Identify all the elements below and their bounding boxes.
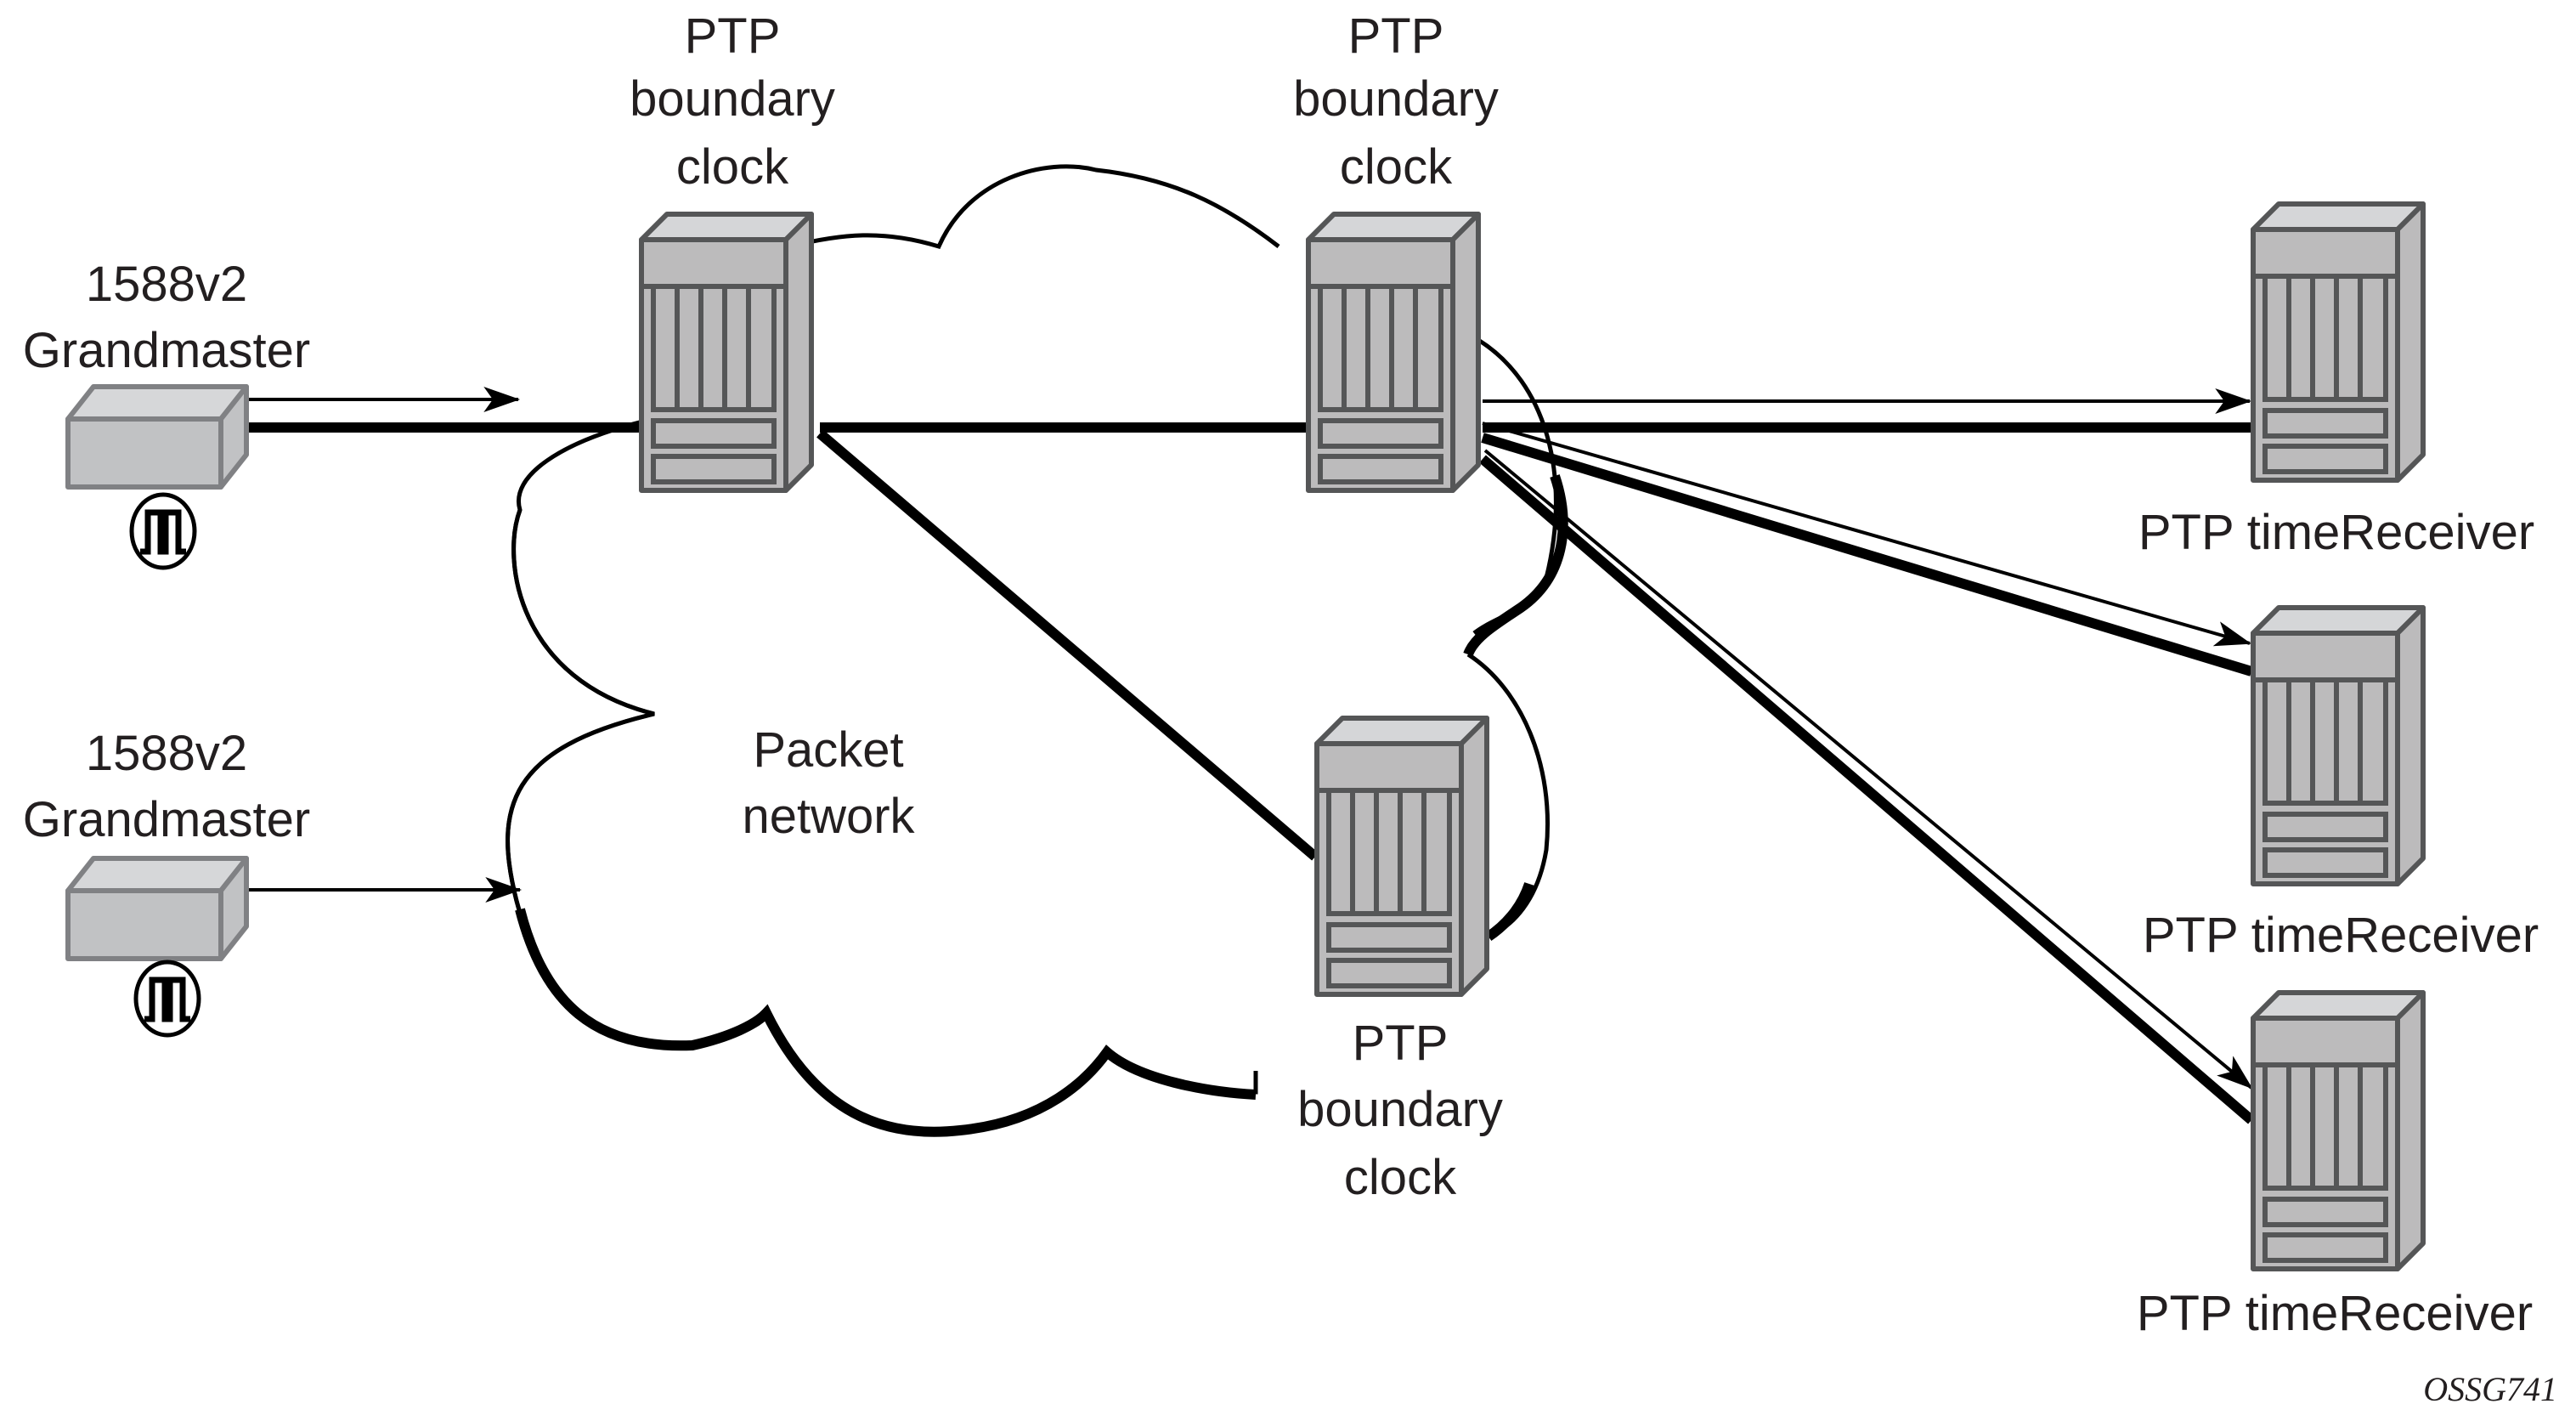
boundary-clock-label-line1: PTP <box>1353 1016 1449 1071</box>
time-receiver-label: PTP timeReceiver <box>2137 1286 2533 1341</box>
boundary-clock-1[interactable]: PTP boundary clock <box>630 8 835 490</box>
packet-network-label-line1: Packet <box>753 722 903 778</box>
time-receiver-label: PTP timeReceiver <box>2138 505 2534 560</box>
packet-network-label-line2: network <box>742 789 915 844</box>
flow-bc2-tr2-arrow <box>1482 422 2252 647</box>
boundary-clock-label-line2: boundary <box>1293 71 1499 127</box>
boundary-clock-label-line3: clock <box>676 139 789 195</box>
boundary-clock-label-line3: clock <box>1344 1150 1457 1205</box>
cloud-right-lower-shadow <box>1485 881 1534 941</box>
router-rack-icon <box>2253 608 2423 884</box>
time-receiver-label: PTP timeReceiver <box>2143 908 2539 963</box>
figure-id: OSSG741 <box>2423 1370 2557 1408</box>
router-rack-icon <box>1317 718 1487 994</box>
square-wave-clock-icon <box>132 495 195 568</box>
boundary-clock-label-line1: PTP <box>685 8 781 64</box>
boundary-clock-2[interactable]: PTP boundary clock <box>1293 8 1499 490</box>
boundary-clock-label-line2: boundary <box>1297 1082 1503 1137</box>
cloud-bottom-shadow <box>515 908 1257 1137</box>
time-receiver-1[interactable]: PTP timeReceiver <box>2138 204 2534 560</box>
link-bc2-tr2 <box>1481 433 2253 677</box>
grandmaster-device-icon <box>68 387 246 487</box>
time-receiver-3[interactable]: PTP timeReceiver <box>2137 993 2533 1341</box>
boundary-clock-label-line1: PTP <box>1348 8 1444 64</box>
grandmaster-label-line2: Grandmaster <box>23 792 310 847</box>
grandmaster-label-line1: 1588v2 <box>86 257 247 312</box>
physical-links <box>246 422 2255 1124</box>
timing-flows <box>246 387 2253 1090</box>
square-wave-clock-icon <box>136 962 199 1035</box>
link-bc2-tr3 <box>1479 455 2255 1124</box>
flow-bc2-tr3-arrow <box>1483 449 2253 1090</box>
boundary-clock-label-line2: boundary <box>630 71 835 127</box>
router-rack-icon <box>1308 214 1478 490</box>
packet-network-cloud <box>506 164 1568 1137</box>
cloud-top-edge <box>789 164 1280 250</box>
grandmaster-1[interactable]: 1588v2 Grandmaster <box>23 257 310 568</box>
grandmaster-device-icon <box>68 858 246 959</box>
grandmaster-label-line2: Grandmaster <box>23 323 310 378</box>
boundary-clock-3[interactable]: PTP boundary clock <box>1297 718 1503 1205</box>
grandmaster-label-line1: 1588v2 <box>86 726 247 781</box>
router-rack-icon <box>641 214 811 490</box>
boundary-clock-label-line3: clock <box>1340 139 1453 195</box>
router-rack-icon <box>2253 204 2423 480</box>
router-rack-icon <box>2253 993 2423 1269</box>
link-bc1-bc3 <box>816 429 1319 861</box>
time-receiver-2[interactable]: PTP timeReceiver <box>2143 608 2539 963</box>
grandmaster-2[interactable]: 1588v2 Grandmaster <box>23 726 310 1035</box>
